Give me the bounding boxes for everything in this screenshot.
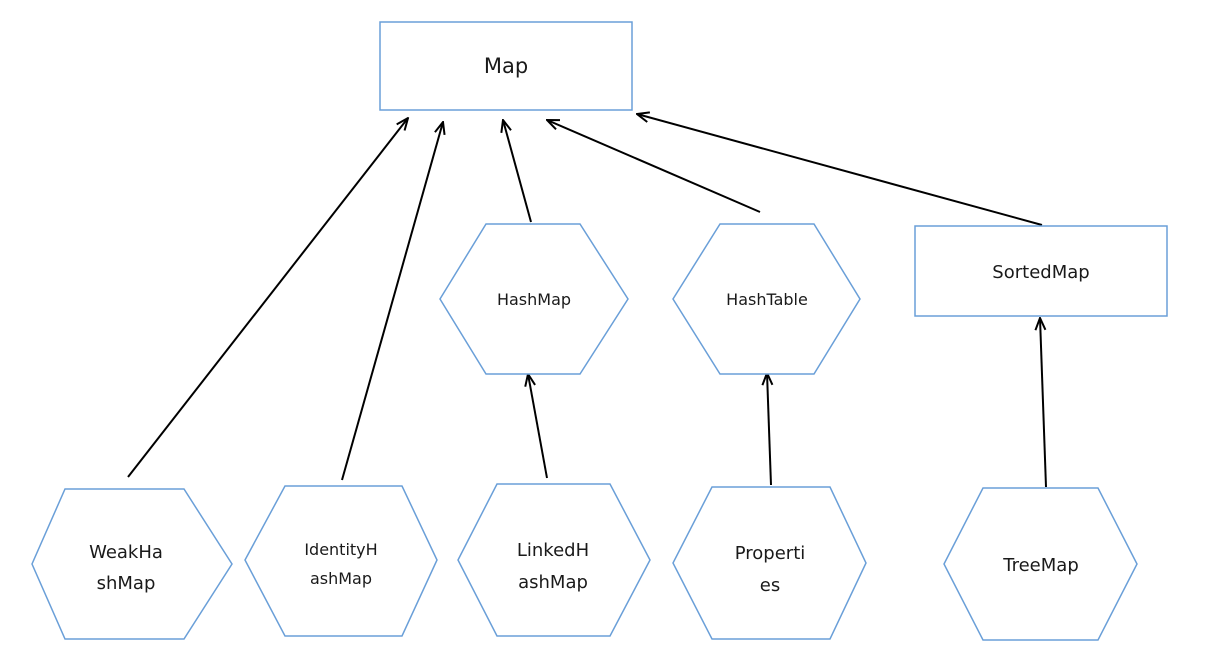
map-label: Map [484, 54, 528, 78]
node-map: Map [379, 21, 633, 111]
identityhashmap-label-line-1: IdentityH [304, 540, 377, 559]
node-properties: Properti es [672, 486, 867, 640]
weakhashmap-label-line-1: WeakHa [89, 542, 163, 563]
properties-hexagon [672, 486, 867, 640]
edge-sortedmap-to-map [637, 114, 1043, 226]
identityhashmap-hexagon [244, 485, 438, 637]
identityhashmap-label-line-2: ashMap [310, 569, 372, 588]
properties-label-line-2: es [760, 575, 780, 596]
linkedhashmap-label-line-1: LinkedH [517, 540, 589, 561]
node-hashmap: HashMap [439, 223, 629, 375]
map-box [379, 21, 633, 111]
weakhashmap-label-line-2: shMap [97, 573, 156, 594]
hashtable-hexagon [672, 223, 861, 375]
edge-hashtable-to-map [547, 120, 761, 213]
weakhashmap-hexagon [31, 488, 233, 640]
hashmap-hexagon [439, 223, 629, 375]
hashmap-label: HashMap [497, 290, 571, 309]
sortedmap-label: SortedMap [992, 262, 1089, 283]
edges [127, 114, 1047, 488]
edge-linkedhashmap-to-hashmap [528, 374, 548, 479]
node-weakhashmap: WeakHa shMap [31, 488, 233, 640]
treemap-label: TreeMap [1002, 555, 1079, 576]
edge-hashmap-to-map [503, 120, 532, 223]
node-sortedmap: SortedMap [914, 225, 1168, 317]
sortedmap-box [914, 225, 1168, 317]
properties-label-line-1: Properti [735, 543, 806, 564]
node-linkedhashmap: LinkedH ashMap [457, 483, 651, 637]
edge-identityhashmap-to-map [341, 122, 443, 481]
hashtable-label: HashTable [726, 290, 808, 309]
edge-treemap-to-sortedmap [1040, 318, 1047, 488]
node-treemap: TreeMap [943, 487, 1138, 641]
node-hashtable: HashTable [672, 223, 861, 375]
edge-weakhashmap-to-map [127, 118, 408, 478]
treemap-hexagon [943, 487, 1138, 641]
linkedhashmap-label-line-2: ashMap [518, 572, 588, 593]
edge-properties-to-hashtable [767, 373, 771, 486]
node-identityhashmap: IdentityH ashMap [244, 485, 438, 637]
linkedhashmap-hexagon [457, 483, 651, 637]
